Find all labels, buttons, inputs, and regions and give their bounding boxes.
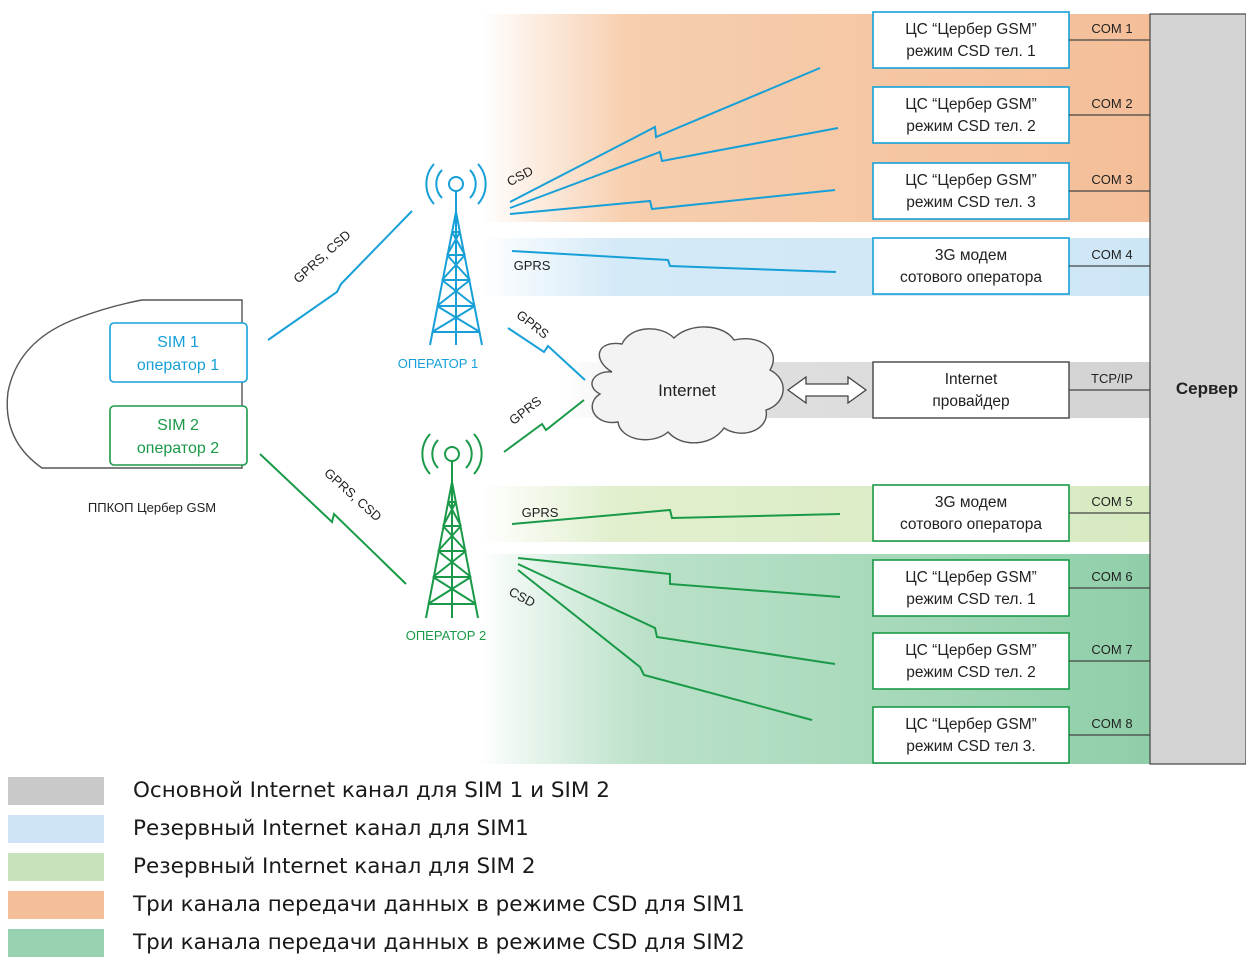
server-rack	[1149, 13, 1246, 765]
tower-operator-1-icon	[425, 163, 487, 346]
link-sim1-op1-label: GPRS, CSD	[290, 227, 353, 286]
link-sim1-op1	[267, 210, 413, 341]
receiver-7-line2: режим CSD тел. 1	[906, 591, 1035, 608]
port-com6: COM 6	[1091, 569, 1132, 584]
port-com2: COM 2	[1091, 96, 1132, 111]
device-label: ППКОП Цербер GSM	[88, 500, 216, 515]
receiver-9: ЦС “Цербер GSM” режим CSD тел 3.	[872, 706, 1070, 764]
receiver-3: ЦС “Цербер GSM” режим CSD тел. 3	[872, 162, 1070, 220]
receiver-8-line2: режим CSD тел. 2	[906, 664, 1035, 681]
link-sim2-op2	[259, 453, 407, 585]
receiver-5-provider: Internet провайдер	[872, 361, 1070, 419]
port-com1: COM 1	[1091, 21, 1132, 36]
receiver-9-line1: ЦС “Цербер GSM”	[905, 716, 1037, 733]
receiver-2-line2: режим CSD тел. 2	[906, 118, 1035, 135]
legend-label: Основной Internet канал для SIM 1 и SIM …	[133, 778, 610, 803]
receiver-7-line1: ЦС “Цербер GSM”	[905, 569, 1037, 586]
receiver-1-line2: режим CSD тел. 1	[906, 43, 1035, 60]
port-tcpip: TCP/IP	[1091, 371, 1133, 386]
legend-swatch	[8, 891, 104, 919]
tower-operator-2-icon	[421, 433, 483, 619]
receiver-2: ЦС “Цербер GSM” режим CSD тел. 2	[872, 86, 1070, 144]
port-connectors	[1069, 39, 1150, 736]
sim1-line2: оператор 1	[137, 357, 219, 374]
receiver-4-line2: сотового оператора	[900, 269, 1042, 286]
sim2-line1: SIM 2	[157, 417, 199, 434]
receiver-4: 3G модем сотового оператора	[872, 237, 1070, 295]
legend-swatch	[8, 853, 104, 881]
legend-label: Резервный Internet канал для SIM1	[133, 816, 529, 841]
legend: Основной Internet канал для SIM 1 и SIM …	[0, 766, 1246, 974]
legend-swatch	[8, 815, 104, 843]
receiver-3-line1: ЦС “Цербер GSM”	[905, 172, 1037, 189]
receiver-5-line2: провайдер	[932, 393, 1009, 410]
receiver-8-line1: ЦС “Цербер GSM”	[905, 642, 1037, 659]
legend-label: Три канала передачи данных в режиме CSD …	[133, 892, 745, 917]
receiver-6-line2: сотового оператора	[900, 516, 1042, 533]
double-arrow-icon	[786, 375, 868, 405]
receiver-1: ЦС “Цербер GSM” режим CSD тел. 1	[872, 11, 1070, 69]
gprs-op1-internet-ray	[507, 327, 586, 381]
gprs-op2-internet-label: GPRS	[506, 393, 545, 428]
gprs-op2-label: GPRS	[522, 505, 559, 520]
receiver-2-line1: ЦС “Цербер GSM”	[905, 96, 1037, 113]
link-sim2-op2-label: GPRS, CSD	[321, 465, 384, 524]
receiver-1-line1: ЦС “Цербер GSM”	[905, 21, 1037, 38]
tower-operator-1-label: ОПЕРАТОР 1	[398, 356, 479, 371]
port-com5: COM 5	[1091, 494, 1132, 509]
sim2-box	[109, 405, 248, 466]
receiver-9-line2: режим CSD тел 3.	[906, 738, 1035, 755]
legend-swatch	[8, 929, 104, 957]
port-com8: COM 8	[1091, 716, 1132, 731]
csd-rays-operator-1	[509, 67, 839, 215]
receiver-4-line1: 3G модем	[935, 247, 1007, 264]
server-label: Сервер	[1176, 379, 1238, 398]
network-diagram: Сервер SIM 1 оператор 1 SIM 2 оператор 2…	[6, 11, 1246, 765]
receiver-8: ЦС “Цербер GSM” режим CSD тел. 2	[872, 632, 1070, 690]
legend-label: Три канала передачи данных в режиме CSD …	[133, 930, 745, 955]
gprs-op1-label: GPRS	[514, 258, 551, 273]
sim1-box	[109, 322, 248, 383]
legend-swatch	[8, 777, 104, 805]
tower-operator-2-label: ОПЕРАТОР 2	[406, 628, 487, 643]
gprs-op2-internet-ray	[503, 399, 585, 453]
port-com4: COM 4	[1091, 247, 1132, 262]
port-com7: COM 7	[1091, 642, 1132, 657]
sim2-line2: оператор 2	[137, 440, 219, 457]
receiver-5-line1: Internet	[945, 371, 998, 388]
receiver-7: ЦС “Цербер GSM” режим CSD тел. 1	[872, 559, 1070, 617]
gprs-ray-operator-2	[511, 508, 841, 525]
receiver-6-line1: 3G модем	[935, 494, 1007, 511]
internet-label: Internet	[658, 381, 716, 400]
legend-label: Резервный Internet канал для SIM 2	[133, 854, 536, 879]
sim1-line1: SIM 1	[157, 334, 199, 351]
receiver-6: 3G модем сотового оператора	[872, 484, 1070, 542]
receiver-3-line2: режим CSD тел. 3	[906, 194, 1035, 211]
internet-cloud-icon	[591, 326, 784, 444]
port-com3: COM 3	[1091, 172, 1132, 187]
csd-rays-operator-2	[517, 557, 841, 721]
gprs-ray-operator-1	[511, 250, 837, 273]
